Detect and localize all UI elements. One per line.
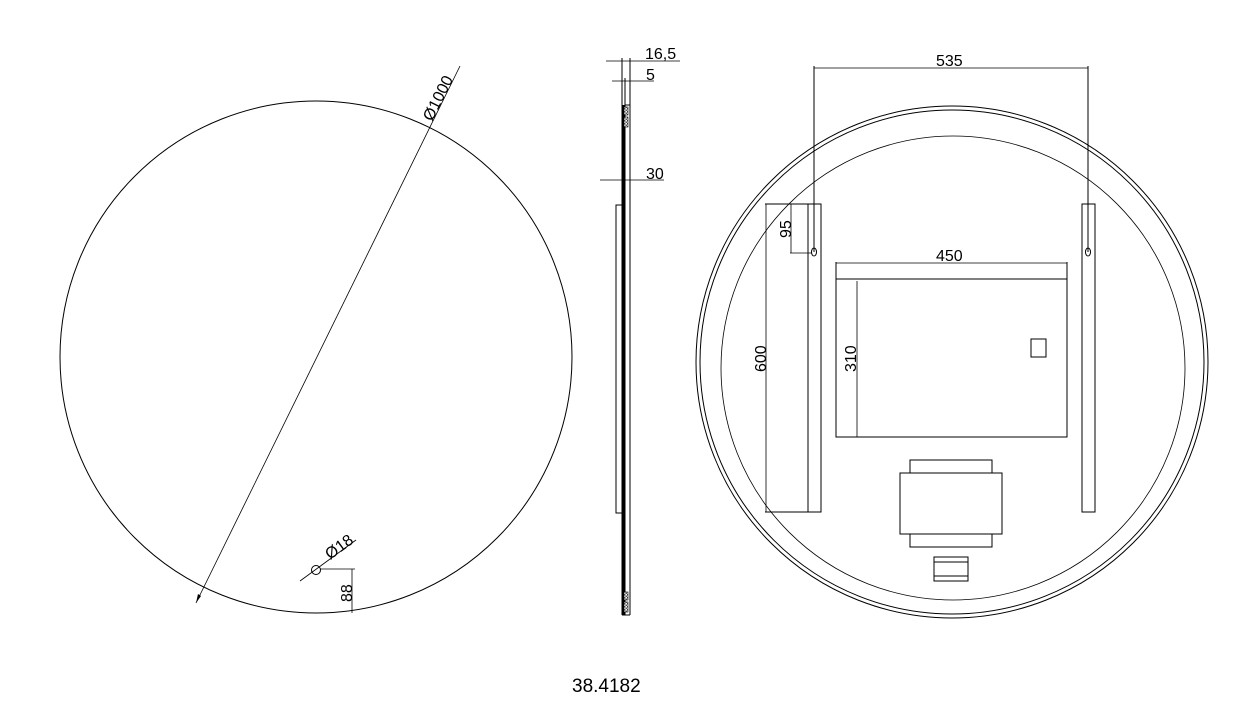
rail-height-label: 600 <box>753 345 770 372</box>
outer-rim-inner <box>699 109 1205 615</box>
hatch-block <box>623 106 629 116</box>
back-panel-circle <box>720 135 1186 601</box>
product-code: 38.4182 <box>572 676 641 697</box>
driver-bracket-bottom <box>909 533 993 548</box>
hatch-block <box>623 116 629 128</box>
panel-height-label: 310 <box>843 345 860 372</box>
hole-offset-label: 88 <box>339 584 356 602</box>
right-rail <box>1081 203 1096 513</box>
driver-bracket-top <box>909 459 993 474</box>
frame-depth-label: 30 <box>646 166 664 183</box>
hatch-block <box>623 591 629 601</box>
hang-hook-icon <box>811 247 817 257</box>
led-driver-box <box>899 472 1003 535</box>
hook-spacing-label: 535 <box>936 53 963 70</box>
side-view: 16,5 5 30 <box>600 46 680 616</box>
hang-hook-icon <box>1085 247 1091 257</box>
diameter-leader <box>195 65 461 604</box>
sensor-icon <box>1030 338 1047 358</box>
frame-rail-section <box>615 204 623 514</box>
total-depth-label: 16,5 <box>645 46 676 63</box>
hook-offset-label: 95 <box>778 220 795 238</box>
arrow-icon <box>196 594 201 603</box>
mount-hole <box>311 565 321 575</box>
electronics-panel <box>835 278 1068 438</box>
hole-leader <box>299 539 357 582</box>
diameter-label: Ø1000 <box>420 73 457 124</box>
glass-section <box>622 105 625 615</box>
glass-thickness-label: 5 <box>646 67 655 84</box>
hatch-block <box>623 601 629 613</box>
mirror-outline <box>59 100 573 614</box>
hole-diameter-label: Ø18 <box>322 532 357 564</box>
front-view: Ø1000 Ø18 88 <box>59 65 573 614</box>
panel-width-label: 450 <box>936 248 963 265</box>
outer-rim <box>695 105 1209 619</box>
rear-view: 535 600 95 450 310 <box>695 53 1209 619</box>
connector-block <box>933 556 969 582</box>
